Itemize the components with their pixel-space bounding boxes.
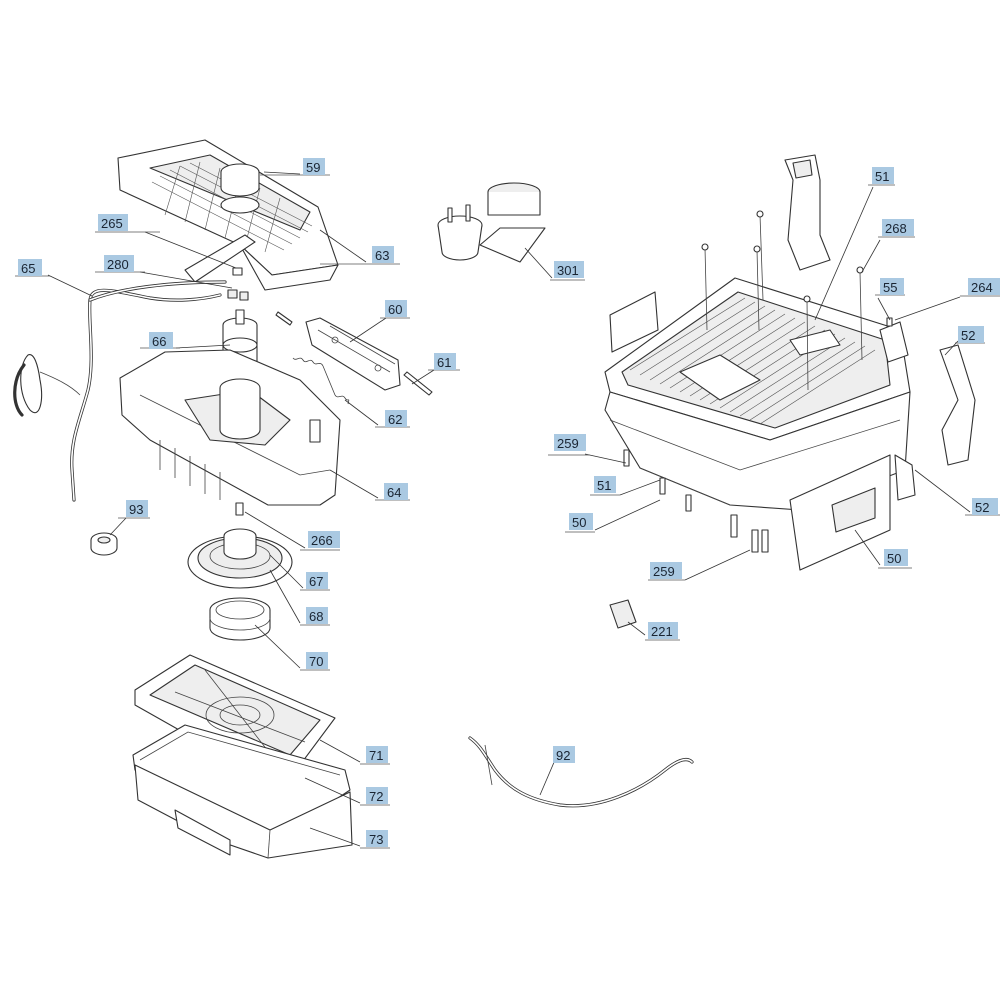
callout-259-bottom[interactable]: 259 (650, 562, 682, 579)
callout-61[interactable]: 61 (434, 353, 456, 370)
spring-part (292, 357, 350, 405)
callout-50-right[interactable]: 50 (884, 549, 908, 566)
callout-268[interactable]: 268 (882, 219, 914, 236)
callout-259-left[interactable]: 259 (554, 434, 586, 451)
callout-label: 268 (885, 221, 907, 236)
callout-label: 68 (309, 609, 323, 624)
callout-label: 55 (883, 280, 897, 295)
callout-68[interactable]: 68 (306, 607, 328, 624)
callout-264[interactable]: 264 (968, 278, 1000, 295)
callout-label: 72 (369, 789, 383, 804)
callout-label: 65 (21, 261, 35, 276)
callout-label: 51 (875, 169, 889, 184)
callout-label: 51 (597, 478, 611, 493)
sticker-221-part (609, 599, 637, 629)
callout-label: 280 (107, 257, 129, 272)
filter-frame-part (134, 654, 336, 771)
callout-label: 266 (311, 533, 333, 548)
switch-part (437, 182, 546, 263)
callout-label: 52 (961, 328, 975, 343)
callout-52-top[interactable]: 52 (958, 326, 984, 343)
callout-70[interactable]: 70 (306, 652, 328, 669)
callout-280[interactable]: 280 (104, 255, 134, 272)
callout-72[interactable]: 72 (366, 787, 388, 804)
callout-301[interactable]: 301 (554, 261, 584, 278)
callout-label: 301 (557, 263, 579, 278)
callout-62[interactable]: 62 (385, 410, 407, 427)
callout-label: 66 (152, 334, 166, 349)
callout-66[interactable]: 66 (149, 332, 173, 349)
callout-label: 52 (975, 500, 989, 515)
callout-52-right[interactable]: 52 (972, 498, 998, 515)
wire-harness-part (13, 280, 227, 502)
callout-59[interactable]: 59 (303, 158, 325, 175)
callout-label: 259 (557, 436, 579, 451)
callout-label: 71 (369, 748, 383, 763)
callout-63[interactable]: 63 (372, 246, 394, 263)
callout-label: 259 (653, 564, 675, 579)
base-housing-part (119, 349, 341, 506)
callout-label: 70 (309, 654, 323, 669)
callout-label: 93 (129, 502, 143, 517)
callout-221[interactable]: 221 (648, 622, 678, 639)
callout-50-left[interactable]: 50 (569, 513, 593, 530)
callout-label: 265 (101, 216, 123, 231)
callout-label: 73 (369, 832, 383, 847)
callout-label: 61 (437, 355, 451, 370)
callout-67[interactable]: 67 (306, 572, 328, 589)
callout-label: 62 (388, 412, 402, 427)
impeller-part (187, 528, 293, 589)
leader-lines (47, 171, 971, 847)
callout-label: 50 (887, 551, 901, 566)
callout-label: 59 (306, 160, 320, 175)
callout-51-top[interactable]: 51 (872, 167, 894, 184)
pin-parts (275, 311, 433, 396)
filter-box-part (134, 764, 353, 859)
callout-92[interactable]: 92 (553, 746, 575, 763)
callout-55[interactable]: 55 (880, 278, 904, 295)
callout-71[interactable]: 71 (366, 746, 388, 763)
callout-265[interactable]: 265 (98, 214, 128, 231)
callout-label: 221 (651, 624, 673, 639)
callout-65[interactable]: 65 (18, 259, 42, 276)
ring-part (90, 532, 118, 556)
screw-266-part (235, 502, 244, 516)
callout-label: 60 (388, 302, 402, 317)
cable-92-part (468, 736, 694, 808)
callout-266[interactable]: 266 (308, 531, 340, 548)
callout-73[interactable]: 73 (366, 830, 388, 847)
callout-label: 63 (375, 248, 389, 263)
seal-ring-part (209, 597, 271, 641)
callout-60[interactable]: 60 (385, 300, 407, 317)
callout-label: 67 (309, 574, 323, 589)
cover-plate-part (117, 139, 339, 291)
callout-label: 92 (556, 748, 570, 763)
callout-93[interactable]: 93 (126, 500, 148, 517)
callout-label: 64 (387, 485, 401, 500)
bracket-part (305, 317, 401, 391)
callout-64[interactable]: 64 (384, 483, 408, 500)
callout-label: 264 (971, 280, 993, 295)
callout-51-left[interactable]: 51 (594, 476, 616, 493)
callout-label: 50 (572, 515, 586, 530)
small-fastener-parts (227, 267, 249, 301)
main-chassis-part (604, 154, 976, 571)
